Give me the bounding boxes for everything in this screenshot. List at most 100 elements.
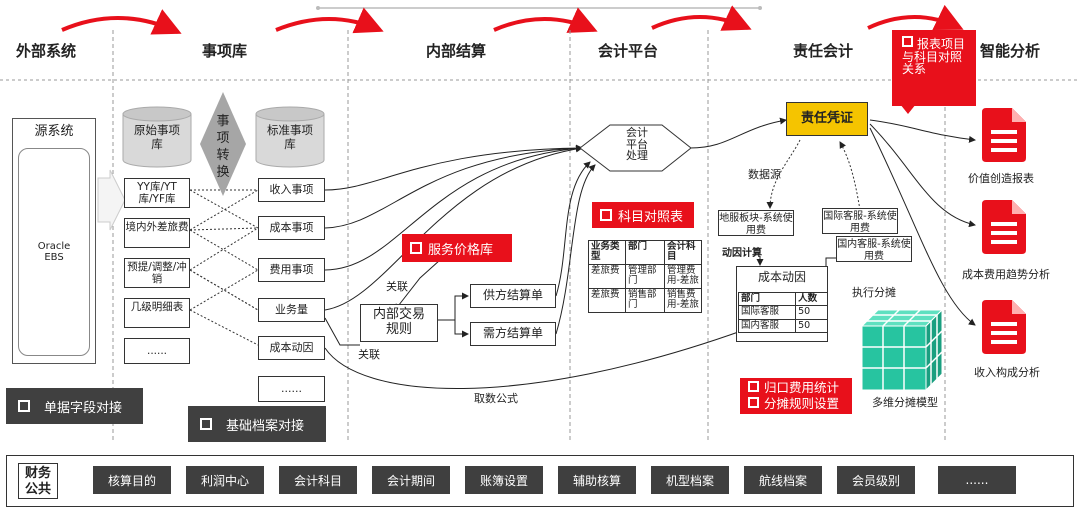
report-mapping-text: 报表项目与科目对照关系 bbox=[902, 37, 966, 77]
table-cell: 管理部门 bbox=[625, 263, 665, 289]
datasource-label: 数据源 bbox=[748, 168, 781, 181]
base-archive-text: 基础档案对接 bbox=[226, 418, 305, 434]
header-responsibility: 责任会计 bbox=[793, 42, 854, 60]
table-row: 国内客服 50 bbox=[737, 318, 828, 334]
finance-public-item[interactable]: 会计期间 bbox=[372, 466, 450, 494]
raw-doc[interactable]: ...... bbox=[124, 338, 190, 364]
convert-char: 项 bbox=[216, 130, 230, 146]
square-icon bbox=[748, 397, 759, 409]
analysis-label: 收入构成分析 bbox=[974, 366, 1040, 379]
raw-doc[interactable]: YY库/YT库/YF库 bbox=[124, 178, 190, 208]
square-icon bbox=[200, 418, 212, 430]
driver-calc-label: 动因计算 bbox=[722, 248, 762, 259]
allocation-rule-line: 归口费用统计 bbox=[748, 380, 852, 396]
finance-public-item[interactable]: ...... bbox=[938, 466, 1016, 494]
table-header: 部门 bbox=[625, 240, 665, 265]
finance-public-item[interactable]: 机型档案 bbox=[651, 466, 729, 494]
table-row: 差旅费 管理部门 管理费用-差旅 bbox=[588, 263, 702, 289]
allocation-cube-icon bbox=[862, 310, 942, 390]
demand-settlement-doc[interactable]: 需方结算单 bbox=[470, 322, 556, 346]
std-item[interactable]: 费用事项 bbox=[258, 258, 325, 282]
raw-doc[interactable]: 几级明细表 bbox=[124, 298, 190, 328]
supply-settlement-doc[interactable]: 供方结算单 bbox=[470, 284, 556, 308]
link-label: 关联 bbox=[358, 348, 380, 361]
table-row: 差旅费 销售部门 销售费用-差旅 bbox=[588, 287, 702, 313]
allocation-rules-tag: 归口费用统计 分摊规则设置 bbox=[740, 378, 852, 414]
table-header: 业务类型 bbox=[588, 240, 626, 265]
header-external: 外部系统 bbox=[16, 42, 77, 60]
cost-card[interactable]: 地服板块-系统使用费 bbox=[718, 210, 794, 236]
table-row: 国际客服 50 bbox=[737, 305, 828, 320]
internal-rule-label: 内部交易规则 bbox=[372, 307, 425, 337]
price-library-text: 服务价格库 bbox=[428, 242, 494, 258]
std-item[interactable]: 收入事项 bbox=[258, 178, 325, 202]
report-doc-icon[interactable] bbox=[982, 300, 1026, 354]
report-tag-pointer bbox=[900, 104, 916, 114]
account-mapping-table: 业务类型 部门 会计科目 差旅费 管理部门 管理费用-差旅 差旅费 销售部门 销… bbox=[588, 240, 702, 313]
raw-db-cylinder-icon bbox=[122, 106, 192, 168]
table-cell: 国内客服 bbox=[737, 318, 797, 334]
analysis-label: 价值创造报表 bbox=[968, 172, 1034, 185]
convert-diamond-icon bbox=[200, 92, 246, 196]
report-doc-icon[interactable] bbox=[982, 200, 1026, 254]
std-db-cylinder-icon bbox=[255, 106, 325, 168]
header-intelligent: 智能分析 bbox=[980, 42, 1041, 60]
std-item[interactable]: 成本动因 bbox=[258, 336, 325, 360]
table-cell: 差旅费 bbox=[588, 263, 626, 289]
convert-label: 事 项 转 换 bbox=[214, 114, 232, 182]
internal-rule-box[interactable]: 内部交易规则 bbox=[360, 304, 438, 342]
platform-hexagon-icon bbox=[580, 124, 692, 172]
finance-public-item[interactable]: 辅助核算 bbox=[558, 466, 636, 494]
responsibility-voucher[interactable]: 责任凭证 bbox=[786, 102, 868, 136]
platform-process-label: 会计平台处理 bbox=[626, 126, 648, 163]
finance-public-item[interactable]: 会计科目 bbox=[279, 466, 357, 494]
cost-card[interactable]: 国际客服-系统使用费 bbox=[822, 208, 898, 234]
square-icon bbox=[748, 381, 759, 392]
doc-field-tag: 单据字段对接 bbox=[6, 388, 143, 424]
allocation-rule-line: 分摊规则设置 bbox=[748, 396, 852, 412]
finance-public-item[interactable]: 账簿设置 bbox=[465, 466, 543, 494]
table-cell: 管理费用-差旅 bbox=[664, 263, 702, 289]
allocation-rule-text: 归口费用统计 bbox=[764, 380, 840, 395]
table-cell: 50 bbox=[795, 318, 828, 334]
finance-public-item[interactable]: 航线档案 bbox=[744, 466, 822, 494]
header-internal: 内部结算 bbox=[426, 42, 487, 60]
cost-card[interactable]: 国内客服-系统使用费 bbox=[836, 236, 912, 262]
finance-public-item[interactable]: 核算目的 bbox=[93, 466, 171, 494]
finance-public-bar bbox=[6, 455, 1074, 507]
table-header-row: 业务类型 部门 会计科目 bbox=[588, 240, 702, 265]
header-platform: 会计平台 bbox=[598, 42, 659, 60]
square-icon bbox=[410, 242, 422, 254]
oracle-ebs-box[interactable]: Oracle EBS bbox=[18, 148, 90, 356]
account-mapping-tag: 科目对照表 bbox=[592, 202, 694, 228]
formula-label: 取数公式 bbox=[474, 392, 518, 405]
cost-driver-label: 成本动因 bbox=[757, 270, 806, 284]
finance-public-item[interactable]: 会员级别 bbox=[837, 466, 915, 494]
table-cell: 销售部门 bbox=[625, 287, 665, 313]
price-library-tag: 服务价格库 bbox=[402, 234, 512, 262]
raw-db-label: 原始事项库 bbox=[134, 123, 180, 151]
header-items: 事项库 bbox=[202, 42, 248, 60]
analysis-label: 成本费用趋势分析 bbox=[962, 268, 1050, 281]
allocation-rule-text: 分摊规则设置 bbox=[764, 396, 840, 412]
std-db-label: 标准事项库 bbox=[267, 123, 313, 151]
square-icon bbox=[18, 400, 30, 412]
table-header: 部门 bbox=[737, 291, 797, 307]
square-icon bbox=[902, 36, 913, 47]
oracle-ebs-label: Oracle EBS bbox=[37, 240, 71, 264]
source-system-label: 源系统 bbox=[34, 124, 74, 139]
finance-public-label: 财务公共 bbox=[18, 463, 58, 499]
raw-doc[interactable]: 预提/调整/冲销 bbox=[124, 258, 190, 288]
convert-char: 转 bbox=[216, 147, 230, 163]
table-cell: 差旅费 bbox=[588, 287, 626, 313]
finance-public-item[interactable]: 利润中心 bbox=[186, 466, 264, 494]
table-cell: 销售费用-差旅 bbox=[664, 287, 702, 313]
table-header-row: 部门 人数 bbox=[737, 291, 828, 307]
std-item[interactable]: 成本事项 bbox=[258, 216, 325, 240]
report-doc-icon[interactable] bbox=[982, 108, 1026, 162]
convert-char: 事 bbox=[216, 114, 230, 129]
table-cell: 国际客服 bbox=[737, 305, 797, 320]
raw-doc[interactable]: 境内外差旅费 bbox=[124, 218, 190, 248]
std-item[interactable]: ...... bbox=[258, 376, 325, 402]
std-item[interactable]: 业务量 bbox=[258, 298, 325, 322]
